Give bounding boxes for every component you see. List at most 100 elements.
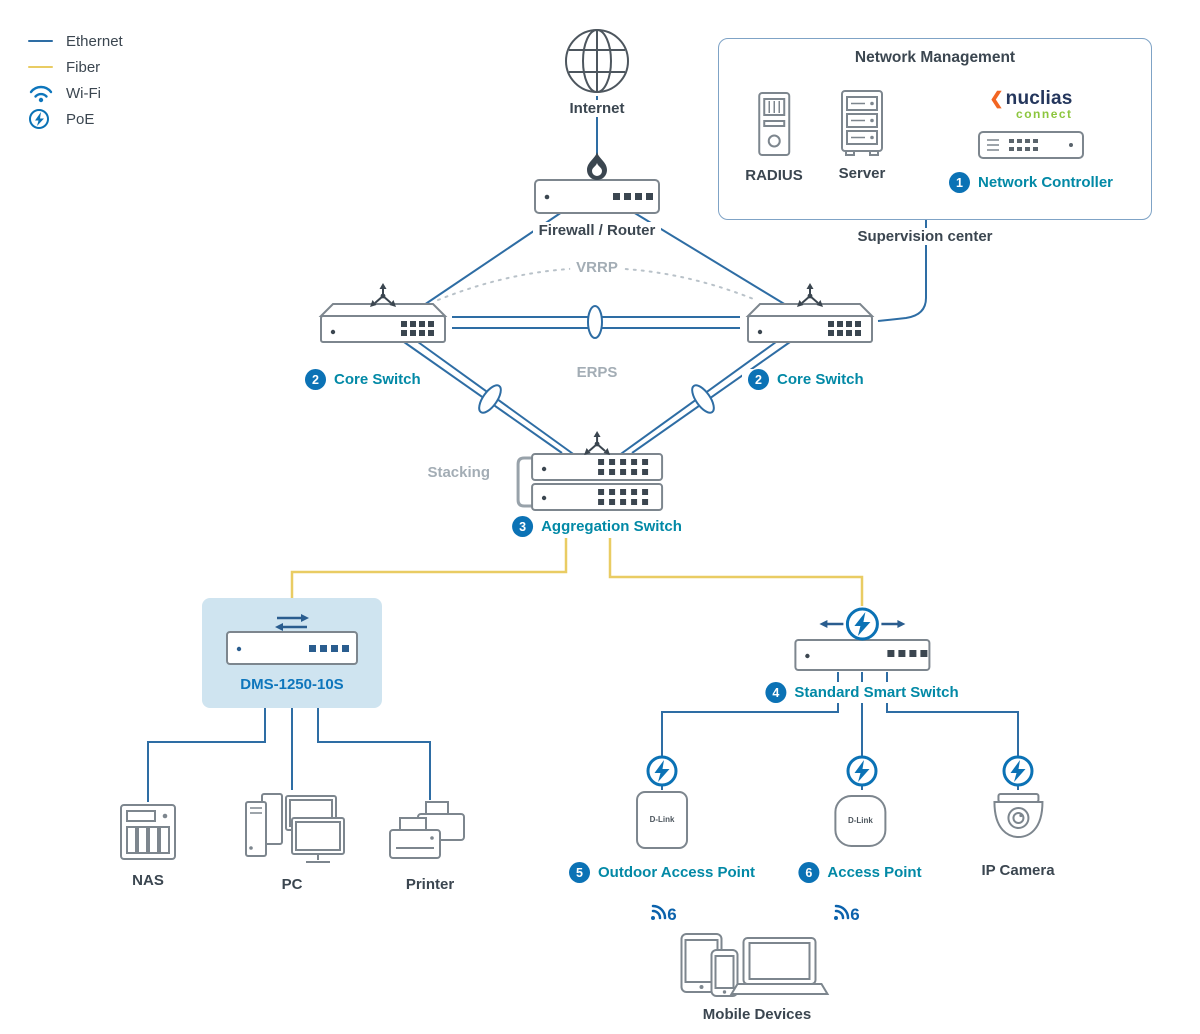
stacking-bracket — [516, 456, 532, 508]
device-brand-text: D-Link — [650, 815, 675, 824]
nas-icon — [120, 804, 176, 860]
outdoor-ap-label: Outdoor Access Point — [598, 864, 755, 881]
network-controller-labelrow: 1 Network Controller — [948, 172, 1114, 193]
nas-node: NAS — [117, 802, 179, 889]
ip-camera-node: IP Camera — [981, 790, 1055, 879]
core-switch-right-labelrow: 2 Core Switch — [742, 369, 870, 390]
legend-label: Wi-Fi — [66, 84, 101, 102]
wifi6-number: 6 — [850, 905, 859, 924]
nuclias-wordmark: nuclias — [1005, 88, 1073, 109]
poe-icon-ap — [845, 754, 879, 793]
pc-label: PC — [281, 876, 303, 893]
aggregation-switch-icon — [516, 431, 663, 511]
wifi6-badge-right: 6 — [830, 898, 862, 929]
nuclias-chevron-icon: ❮ — [989, 89, 1004, 108]
smart-switch-labelrow: 4 Standard Smart Switch — [759, 682, 965, 703]
ethernet-line-icon — [28, 39, 56, 43]
legend-label: PoE — [66, 110, 95, 128]
smart-switch-node: 4 Standard Smart Switch — [759, 604, 965, 703]
stacking-label: Stacking — [427, 464, 490, 481]
access-point-node: D-Link 6 Access Point — [798, 792, 922, 883]
poe-icon — [28, 108, 56, 130]
mobile-devices-node: Mobile Devices — [680, 932, 835, 1023]
wifi6-number: 6 — [667, 905, 676, 924]
wifi-icon — [28, 83, 56, 103]
internet-node: Internet — [562, 26, 632, 117]
lag-oval-left — [478, 384, 502, 414]
pc-node: PC — [236, 790, 348, 893]
server-node: Server — [838, 89, 886, 182]
step-badge-3: 3 — [512, 516, 534, 537]
core-switch-left-labelrow: 2 Core Switch — [299, 369, 427, 390]
core-switch-right-label: Core Switch — [777, 371, 864, 388]
core-switch-icon — [745, 283, 875, 343]
lag-oval-right — [691, 384, 715, 414]
ip-camera-icon — [992, 793, 1043, 839]
core-switch-left-node — [313, 280, 453, 344]
legend: Ethernet Fiber Wi-Fi — [28, 32, 123, 130]
lag-oval-core — [587, 305, 603, 339]
poe-icon-camera — [1001, 754, 1035, 793]
step-badge-2: 2 — [748, 369, 769, 390]
link-vrrp-dotted — [437, 267, 757, 301]
aggregation-switch-node: 3 Aggregation Switch — [506, 428, 688, 537]
network-controller-icon — [977, 131, 1084, 159]
legend-label: Fiber — [66, 58, 101, 76]
legend-item-ethernet: Ethernet — [28, 32, 123, 50]
dms-switch-highlight: DMS-1250-10S — [202, 598, 382, 708]
mobile-devices-icon — [680, 933, 830, 997]
step-badge-1: 1 — [948, 172, 970, 193]
vrrp-label: VRRP — [570, 259, 624, 276]
access-point-labelrow: 6 Access Point — [798, 862, 922, 883]
printer-node: Printer — [384, 800, 476, 893]
dms-label: DMS-1250-10S — [240, 676, 344, 693]
link-dms-nas — [147, 708, 266, 802]
smart-switch-label: Standard Smart Switch — [794, 684, 959, 701]
switching-arrows-icon — [277, 616, 307, 629]
outdoor-access-point-icon: D-Link — [636, 791, 688, 849]
fiber-line-icon — [28, 65, 56, 69]
legend-item-poe: PoE — [28, 108, 123, 130]
legend-item-fiber: Fiber — [28, 58, 123, 76]
aggregation-label: Aggregation Switch — [541, 518, 682, 535]
legend-label: Ethernet — [66, 32, 123, 50]
internet-label: Internet — [563, 100, 631, 117]
access-point-icon: D-Link — [834, 795, 886, 847]
pc-icon — [245, 793, 345, 863]
radius-node: RADIUS — [745, 91, 803, 184]
network-management-panel: Network Management RADIUS — [718, 38, 1152, 220]
network-controller-node: ❮ nuclias connect 1 Network Controller — [948, 89, 1114, 193]
server-icon — [841, 90, 883, 156]
printer-icon — [389, 801, 465, 859]
printer-label: Printer — [405, 876, 455, 893]
step-badge-6: 6 — [798, 862, 820, 883]
outdoor-ap-node: D-Link 5 Outdoor Access Point — [569, 790, 755, 883]
step-badge-4: 4 — [765, 682, 787, 703]
nuclias-connect-wordmark: connect — [1016, 107, 1073, 121]
link-supervision-core — [877, 220, 927, 322]
core-switch-right-node — [740, 280, 880, 344]
fiber-agg-dms — [290, 538, 568, 616]
access-point-label: Access Point — [827, 864, 922, 881]
firewall-label: Firewall / Router — [532, 222, 662, 239]
nas-label: NAS — [132, 872, 164, 889]
core-switch-left-label: Core Switch — [334, 371, 421, 388]
server-label: Server — [838, 165, 886, 182]
link-dms-printer — [317, 708, 431, 800]
network-controller-label: Network Controller — [977, 174, 1114, 191]
network-management-title: Network Management — [854, 49, 1016, 66]
radius-label: RADIUS — [745, 167, 803, 184]
nuclias-logo: ❮ nuclias connect — [989, 89, 1072, 120]
fiber-agg-smart — [608, 538, 864, 606]
step-badge-2: 2 — [305, 369, 326, 390]
step-badge-5: 5 — [569, 862, 591, 883]
legend-item-wifi: Wi-Fi — [28, 83, 123, 103]
erps-label: ERPS — [570, 364, 624, 381]
device-brand-text: D-Link — [848, 816, 873, 825]
firewall-node: Firewall / Router — [527, 150, 667, 239]
radius-server-icon — [757, 92, 790, 156]
dms-switch-icon — [226, 614, 358, 665]
smart-switch-icon — [793, 607, 930, 671]
